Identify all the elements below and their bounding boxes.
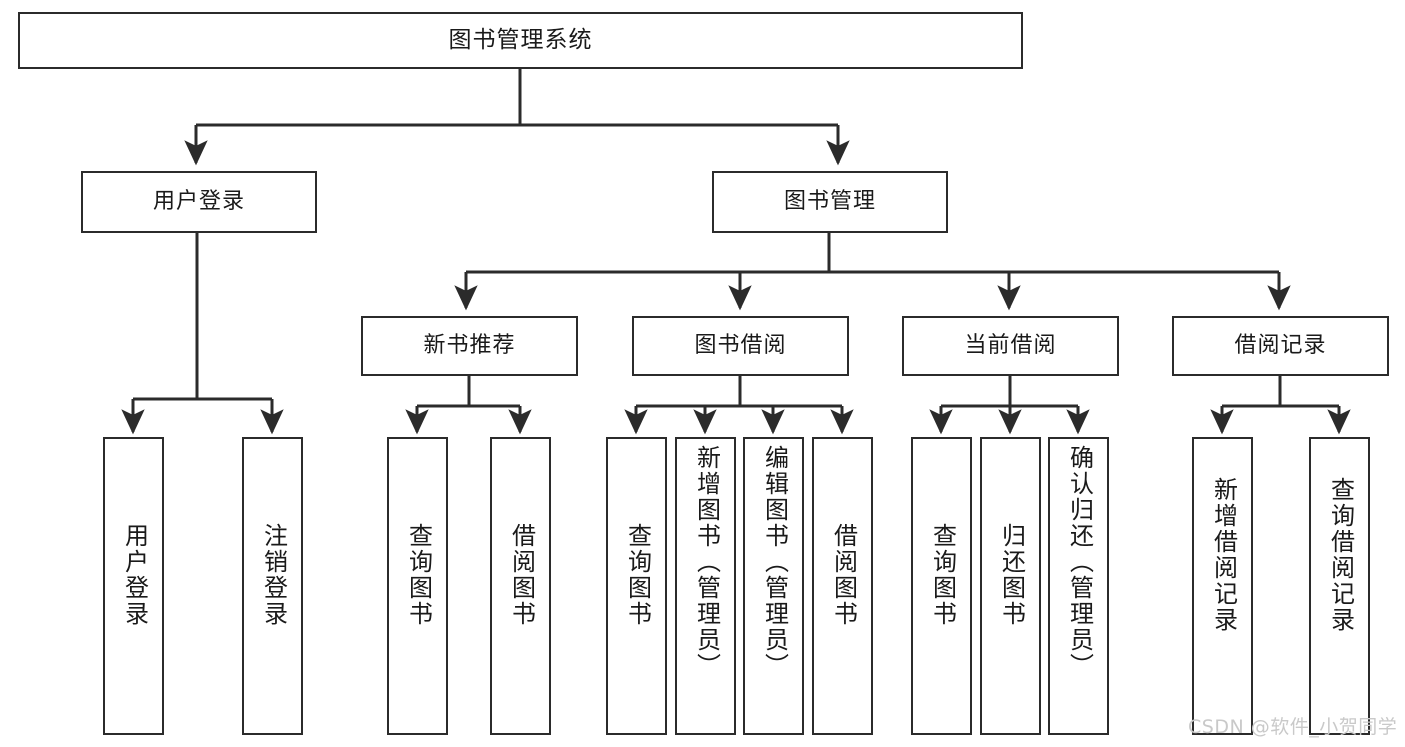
node-current-borrow[interactable]: 当前借阅 (902, 316, 1119, 376)
node-book-borrow[interactable]: 图书借阅 (632, 316, 849, 376)
node-root-system[interactable]: 图书管理系统 (18, 12, 1023, 69)
node-new-book-recommend[interactable]: 新书推荐 (361, 316, 578, 376)
leaf-label: 新增借阅记录 (1209, 477, 1238, 633)
leaf-return-book[interactable]: 归还图书 (980, 437, 1041, 735)
node-label: 新书推荐 (423, 332, 516, 358)
leaf-label: 编辑图书（管理员） (760, 445, 789, 679)
leaf-label: 注销登录 (259, 523, 288, 627)
leaf-add-borrow-record[interactable]: 新增借阅记录 (1192, 437, 1253, 735)
leaf-query-book-borrow[interactable]: 查询图书 (606, 437, 667, 735)
leaf-logout[interactable]: 注销登录 (242, 437, 303, 735)
leaf-label: 新增图书（管理员） (692, 445, 721, 679)
leaf-add-book-admin[interactable]: 新增图书（管理员） (675, 437, 736, 735)
node-label: 图书借阅 (694, 332, 787, 358)
leaf-label: 查询图书 (928, 523, 957, 627)
node-label: 用户登录 (152, 188, 245, 214)
csdn-watermark: CSDN @软件_小贺同学 (1188, 716, 1398, 738)
leaf-confirm-return-admin[interactable]: 确认归还（管理员） (1048, 437, 1109, 735)
node-borrow-record[interactable]: 借阅记录 (1172, 316, 1389, 376)
node-book-management[interactable]: 图书管理 (712, 171, 948, 233)
leaf-label: 查询图书 (404, 523, 433, 627)
leaf-user-login[interactable]: 用户登录 (103, 437, 164, 735)
leaf-query-book-current[interactable]: 查询图书 (911, 437, 972, 735)
leaf-label: 借阅图书 (829, 523, 858, 627)
leaf-label: 确认归还（管理员） (1065, 445, 1094, 679)
node-label: 当前借阅 (964, 332, 1057, 358)
leaf-label: 归还图书 (997, 523, 1026, 627)
leaf-label: 查询图书 (623, 523, 652, 627)
leaf-label: 查询借阅记录 (1326, 477, 1355, 633)
leaf-edit-book-admin[interactable]: 编辑图书（管理员） (743, 437, 804, 735)
leaf-borrow-book-new[interactable]: 借阅图书 (490, 437, 551, 735)
node-user-login[interactable]: 用户登录 (81, 171, 317, 233)
leaf-query-book-new[interactable]: 查询图书 (387, 437, 448, 735)
leaf-label: 用户登录 (120, 523, 149, 627)
leaf-borrow-book[interactable]: 借阅图书 (812, 437, 873, 735)
leaf-label: 借阅图书 (507, 523, 536, 627)
node-label: 图书管理系统 (448, 26, 593, 53)
leaf-query-borrow-record[interactable]: 查询借阅记录 (1309, 437, 1370, 735)
node-label: 图书管理 (783, 188, 876, 214)
node-label: 借阅记录 (1234, 332, 1327, 358)
